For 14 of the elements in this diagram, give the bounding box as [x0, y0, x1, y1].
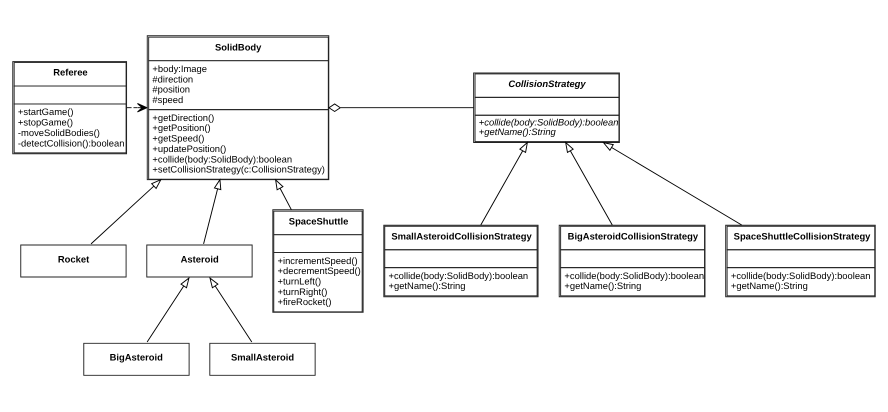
arrow: [126, 103, 148, 112]
arrow: [602, 142, 742, 226]
arrow: [274, 178, 292, 210]
node-box: BigAsteroid: [83, 342, 190, 376]
arrow: [203, 178, 222, 244]
arrow: [90, 178, 162, 244]
connector: [328, 103, 474, 112]
arrow: [209, 276, 252, 342]
node-box: Asteroid: [146, 244, 253, 278]
node-box: Rocket: [20, 244, 127, 278]
arrow: [564, 141, 613, 226]
arrow: [480, 141, 528, 226]
arrow: [146, 276, 190, 342]
node-box: SmallAsteroid: [209, 342, 316, 376]
